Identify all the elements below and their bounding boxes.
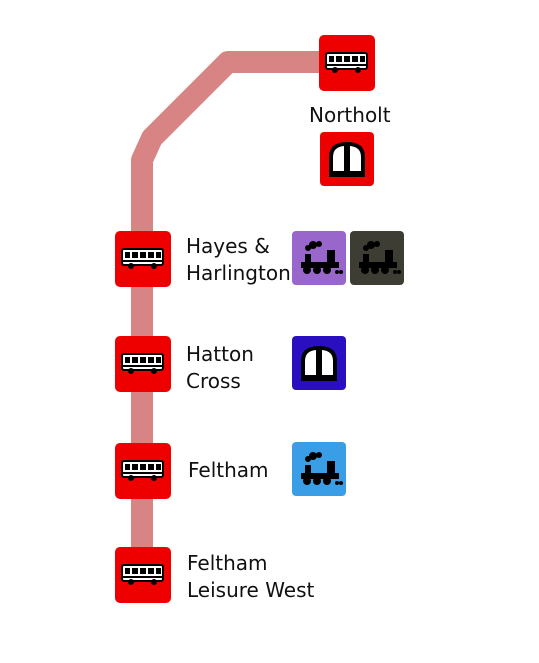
underground-train-icon [301, 346, 337, 381]
rail-connection-hayes-olive[interactable] [350, 231, 404, 285]
rail-connection-feltham[interactable] [292, 442, 346, 496]
route-path [131, 51, 347, 575]
bus-stop-hayes-harlington[interactable] [115, 231, 171, 287]
underground-train-icon [329, 142, 365, 177]
stop-name-line: Northolt [309, 103, 391, 127]
bus-icon [121, 248, 164, 269]
bus-icon [121, 564, 164, 585]
bus-icon [121, 460, 164, 481]
bus-stop-hatton-cross[interactable] [115, 336, 171, 392]
stop-name-line: Harlington [186, 261, 291, 285]
steam-train-icon [301, 452, 343, 485]
stop-label-hatton-cross: Hatton Cross [186, 341, 254, 395]
stop-name-line: Feltham [187, 551, 268, 575]
bus-icon [121, 353, 164, 374]
stop-name-line: Hatton [186, 342, 254, 366]
underground-connection-hatton-cross[interactable] [292, 336, 346, 390]
stop-name-line: Hayes & [186, 234, 270, 258]
steam-train-icon [359, 241, 401, 274]
steam-train-icon [301, 241, 343, 274]
stop-label-northolt: Northolt [309, 102, 391, 129]
stop-name-line: Feltham [188, 458, 269, 482]
stop-name-line: Cross [186, 369, 241, 393]
rail-connection-hayes-purple[interactable] [292, 231, 346, 285]
underground-connection-northolt[interactable] [320, 132, 374, 186]
stop-label-feltham-leisure-west: Feltham Leisure West [187, 550, 314, 604]
stop-label-hayes-harlington: Hayes & Harlington [186, 233, 291, 287]
bus-icon [325, 52, 368, 73]
stop-name-line: Leisure West [187, 578, 315, 602]
bus-stop-feltham-leisure-west[interactable] [115, 547, 171, 603]
bus-stop-northolt[interactable] [319, 35, 375, 91]
stop-label-feltham: Feltham [188, 457, 269, 484]
bus-stop-feltham[interactable] [115, 443, 171, 499]
